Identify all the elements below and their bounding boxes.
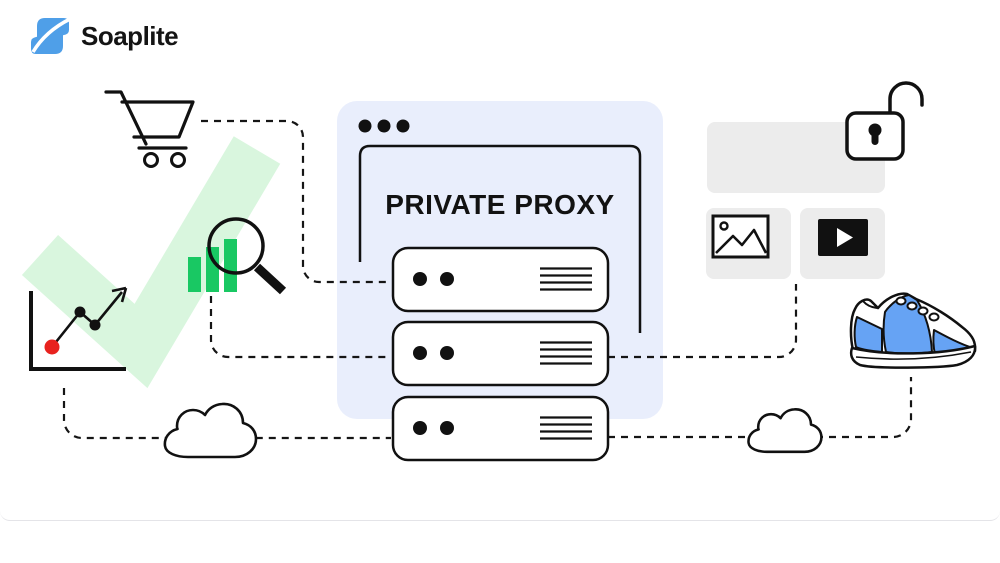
red-data-dot: [44, 339, 60, 355]
magnifier-icon: [207, 217, 287, 295]
checkmark-shape: [21, 136, 281, 389]
connector-cart-to-proxy: [201, 119, 391, 284]
image-placeholder-icon: [711, 214, 770, 259]
connector-growthchart-to-proxy: [62, 388, 391, 440]
brand-name: Soaplite: [81, 20, 179, 51]
browser-window: [358, 144, 642, 333]
browser-dots: [358, 119, 410, 133]
video-player-icon: [818, 219, 868, 256]
proxy-title: PRIVATE PROXY: [385, 189, 615, 220]
server-rack-2: [391, 320, 610, 387]
image-placeholder-tile: [706, 208, 791, 279]
brand-logo[interactable]: Soaplite: [28, 13, 179, 59]
cloud-icon-right: [747, 408, 823, 454]
connector-barchart-to-proxy: [209, 296, 391, 359]
growth-chart-icon: [29, 286, 128, 371]
soaplite-logo-icon: [31, 17, 71, 54]
content-placeholder-block: [707, 122, 885, 193]
connector-lines: [62, 119, 913, 440]
connector-proxy-to-media: [608, 284, 798, 359]
server-rack-3: [391, 395, 610, 462]
sneaker-laces: [895, 296, 940, 322]
cloud-icon-left: [163, 402, 258, 459]
shopping-cart-icon: [104, 90, 195, 168]
open-padlock-icon: [845, 81, 924, 161]
bar-chart-icon: [188, 239, 237, 292]
video-player-tile: [800, 208, 885, 279]
sneaker-icon: [849, 292, 977, 369]
server-rack-1: [391, 246, 610, 313]
connector-proxy-to-sneaker: [608, 377, 913, 439]
